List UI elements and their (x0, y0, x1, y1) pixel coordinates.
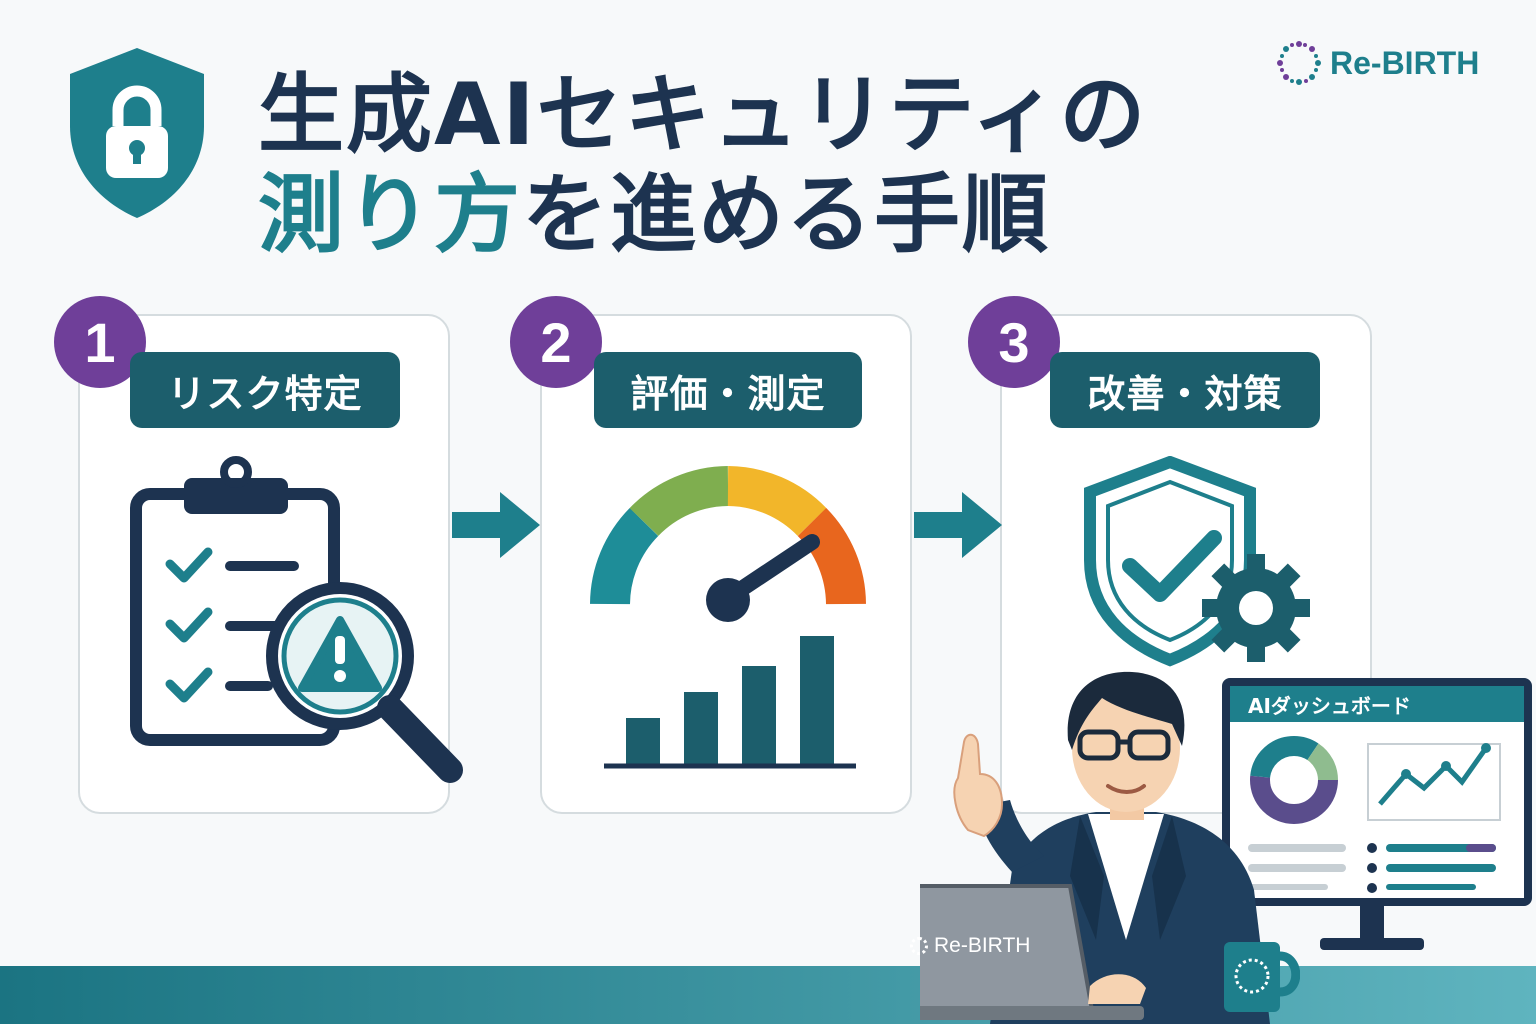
laptop-logo: Re-BIRTH (910, 934, 1030, 958)
arrow-right-icon (452, 492, 540, 558)
shield-lock-icon (70, 48, 204, 218)
shield-check-gear-icon (1084, 456, 1310, 667)
page-title-line2: 測り方を進める手順 (258, 172, 1050, 258)
title-highlight: 測り方 (258, 165, 522, 265)
title-rest: を進める手順 (522, 165, 1050, 265)
step-number-badge-3: 3 (968, 296, 1060, 388)
brand-name: Re-BIRTH (1330, 44, 1480, 81)
footer-band (0, 966, 1536, 1024)
dashboard-title: AIダッシュボード (1248, 694, 1411, 718)
step-label-3: 改善・対策 (1050, 352, 1320, 428)
step-label-2: 評価・測定 (594, 352, 862, 428)
brand-logo: Re-BIRTH (1276, 40, 1479, 86)
brand-ring-icon (1277, 41, 1321, 85)
gauge-bar-chart-icon (590, 466, 866, 769)
step-number-badge-2: 2 (510, 296, 602, 388)
presenter-illustration (920, 671, 1300, 1024)
step-number-badge-1: 1 (54, 296, 146, 388)
brand-ring-icon (910, 937, 928, 955)
clipboard-search-warning-icon (130, 456, 463, 783)
page-title-line1: 生成AIセキュリティの (258, 65, 1148, 165)
step-label-1: リスク特定 (130, 352, 400, 428)
arrow-right-icon (914, 492, 1002, 558)
dashboard-monitor (1222, 678, 1532, 950)
laptop-brand-name: Re-BIRTH (934, 934, 1031, 957)
